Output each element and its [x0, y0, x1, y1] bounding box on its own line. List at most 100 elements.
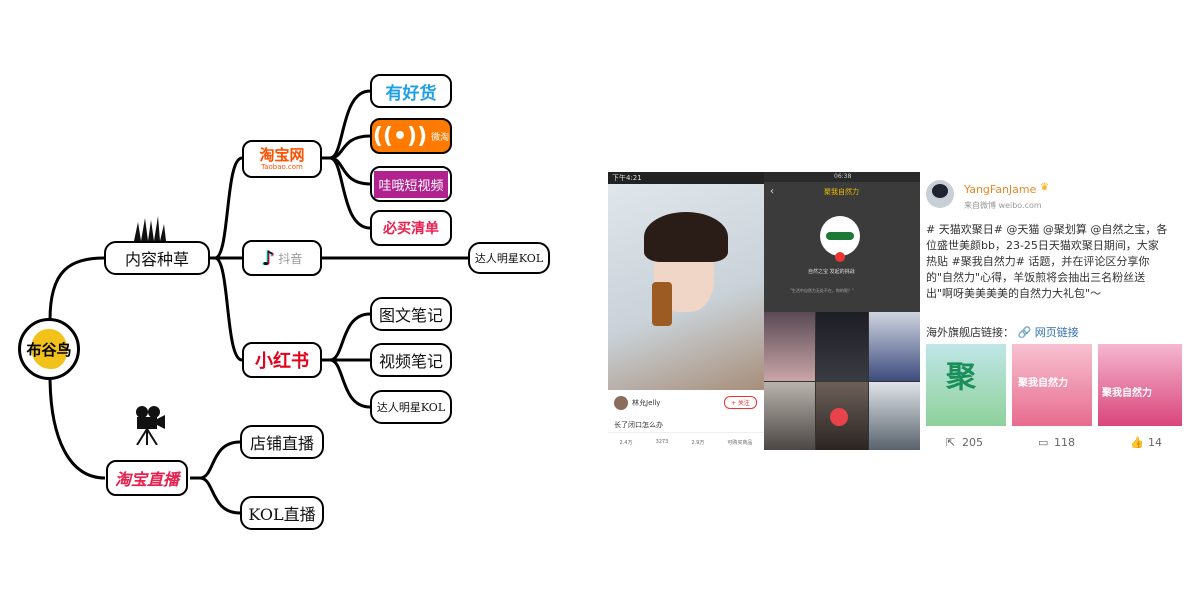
post-line-1: # 天猫欢聚日# @天猫 @聚划算 @自然之宝，各 — [926, 223, 1168, 236]
douyin-icon: ♪ — [261, 246, 275, 270]
branch-content-seeding: 内容种草 — [104, 241, 210, 275]
user-name: 林允Jelly — [632, 399, 661, 407]
branch-taobao-live: 淘宝直播 — [106, 460, 188, 496]
youhaohuo-node: 有好货 — [370, 74, 452, 108]
taobao-live-logo: 淘宝直播 — [114, 470, 179, 489]
xiaohongshu-node: 小红书 — [242, 342, 322, 378]
back-icon[interactable]: ‹ — [770, 186, 774, 197]
weitao-node: ((•)) 微淘 — [370, 118, 452, 154]
link-row: 海外旗舰店链接： 🔗 网页链接 — [926, 324, 1079, 340]
comment-count[interactable]: 118 — [1054, 436, 1075, 449]
live-leaf-kol-label: KOL直播 — [248, 505, 316, 524]
thumb-3[interactable] — [868, 312, 920, 381]
weibo-image-3-text: 聚我自然力 — [1102, 388, 1152, 399]
challenge-title: 聚我自然力 — [824, 188, 859, 196]
brand-circle — [820, 216, 860, 256]
link-label: 海外旗舰店链接： — [926, 326, 1014, 339]
follow-button[interactable]: + 关注 — [724, 396, 757, 409]
douyin-logo: 抖音 — [278, 251, 303, 266]
status-bar-2: 06:38 — [764, 172, 920, 182]
status-time: 下午4:21 — [612, 174, 642, 182]
star-count[interactable]: 2.9万 — [691, 439, 705, 446]
status-bar: 下午4:21 — [608, 172, 764, 184]
bimai-logo: 必买清单 — [383, 221, 439, 237]
thumb-4[interactable] — [764, 381, 816, 450]
status-time-2: 06:38 — [834, 173, 852, 180]
post-line-5: 出"啊呀美美美美的自然力大礼包"～ — [926, 287, 1102, 300]
douyin-kol-node: 达人明星KOL — [468, 242, 550, 274]
buy-link[interactable]: 可购买商品 — [727, 439, 753, 446]
weibo-body: # 天猫欢聚日# @天猫 @聚划算 @自然之宝，各 位盛世美颜bb，23-25日… — [926, 222, 1188, 302]
thumb-2[interactable] — [816, 312, 868, 381]
xhs-leaf-video-notes-label: 视频笔记 — [378, 352, 443, 371]
weibo-username[interactable]: YangFanJame — [964, 183, 1037, 196]
bimai-node: 必买清单 — [370, 210, 452, 246]
thumb-grid — [764, 312, 920, 450]
root-node: 布谷鸟 — [18, 318, 80, 380]
weibo-avatar — [926, 180, 954, 208]
repost-count[interactable]: 205 — [962, 436, 983, 449]
user-row: 林允Jelly + 关注 长了闭口怎么办 2.4万 3273 2.9万 可购买商… — [608, 390, 764, 450]
phone-screenshot-2: 06:38 ‹ 聚我自然力 自然之宝 发起的挑战 "生活中自然力无处不在，你的呢… — [764, 172, 920, 450]
bottle-shape — [652, 282, 672, 326]
thumb-6[interactable] — [868, 381, 920, 450]
brand-line: 自然之宝 发起的挑战 — [808, 269, 855, 275]
avatar — [614, 396, 628, 410]
like-icon[interactable]: 👍 — [1130, 436, 1144, 449]
weibo-post: YangFanJame ♛ 来自微博 weibo.com # 天猫欢聚日# @天… — [920, 172, 1188, 452]
weibo-image-3[interactable]: 聚我自然力 — [1098, 344, 1182, 426]
weitao-logo: 微淘 — [431, 132, 450, 143]
crown-icon: ♛ — [1040, 182, 1049, 193]
post-line-3: 热贴 #聚我自然力# 话题，并在评论区分享你 — [926, 255, 1150, 268]
link-icon: 🔗 — [1017, 326, 1032, 339]
comment-count[interactable]: 3273 — [655, 439, 669, 445]
root-label: 布谷鸟 — [26, 341, 72, 359]
taobao-node: 淘宝网 Taobao.com — [242, 140, 322, 178]
phone-screenshot-1: 下午4:21 林允Jelly + 关注 长了闭口怎么办 2.4万 3273 2.… — [608, 172, 764, 450]
weibo-image-1[interactable]: 聚 — [926, 344, 1006, 426]
douyin-kol-label: 达人明星KOL — [474, 252, 544, 265]
brand-logo-icon — [826, 232, 854, 240]
broadcast-icon: ((•)) — [372, 123, 428, 149]
xhs-leaf-kol-label: 达人明星KOL — [376, 401, 446, 414]
youhaohuo-logo: 有好货 — [385, 83, 437, 104]
web-link[interactable]: 网页链接 — [1034, 326, 1079, 339]
branch-content-seeding-label: 内容种草 — [124, 250, 189, 269]
live-leaf-kol: KOL直播 — [240, 496, 324, 530]
post-line-4: 的"自然力"心得，羊饭煎将会抽出三名粉丝送 — [926, 271, 1146, 284]
comment-icon[interactable]: ▭ — [1038, 436, 1049, 449]
bird-logo-icon — [31, 329, 67, 369]
stats-bar: 2.4万 3273 2.9万 可购买商品 — [608, 432, 764, 450]
caption: 长了闭口怎么办 — [614, 421, 663, 429]
taobao-sub: Taobao.com — [261, 162, 303, 171]
wawa-node: 哇哦短视频 — [370, 166, 452, 202]
xhs-leaf-kol: 达人明星KOL — [370, 390, 452, 424]
live-leaf-store: 店铺直播 — [240, 425, 324, 459]
like-count[interactable]: 2.4万 — [619, 439, 633, 446]
xhs-leaf-video-notes: 视频笔记 — [370, 343, 452, 377]
xhs-leaf-text-notes-label: 图文笔记 — [378, 306, 443, 325]
wawa-logo: 哇哦短视频 — [374, 170, 448, 198]
record-button-icon[interactable] — [830, 407, 849, 426]
xhs-leaf-text-notes: 图文笔记 — [370, 297, 452, 331]
live-leaf-store-label: 店铺直播 — [249, 434, 314, 453]
douyin-node: ♪ 抖音 — [242, 240, 322, 276]
camera-icon — [136, 406, 165, 445]
weibo-image-1-text: 聚 — [946, 360, 976, 395]
hair-shape — [644, 212, 728, 262]
thumb-1[interactable] — [764, 312, 816, 381]
grass-icon — [134, 216, 166, 241]
taobao-logo: 淘宝网 — [259, 145, 305, 164]
like-count-weibo[interactable]: 14 — [1148, 436, 1162, 449]
quote: "生活中自然力无处不在，你的呢？" — [790, 288, 854, 293]
post-line-2: 位盛世美颜bb，23-25日天猫欢聚日期间，大家 — [926, 239, 1159, 252]
thumb-5[interactable] — [816, 381, 868, 450]
xiaohongshu-logo: 小红书 — [255, 351, 309, 372]
repost-icon[interactable]: ⇱ — [946, 436, 956, 449]
weibo-image-2[interactable]: 聚我自然力 — [1012, 344, 1092, 426]
red-dot-icon — [835, 252, 845, 262]
weibo-source: 来自微博 weibo.com — [964, 201, 1042, 210]
avatar-hair-icon — [932, 184, 948, 198]
weibo-image-2-text: 聚我自然力 — [1018, 378, 1068, 389]
